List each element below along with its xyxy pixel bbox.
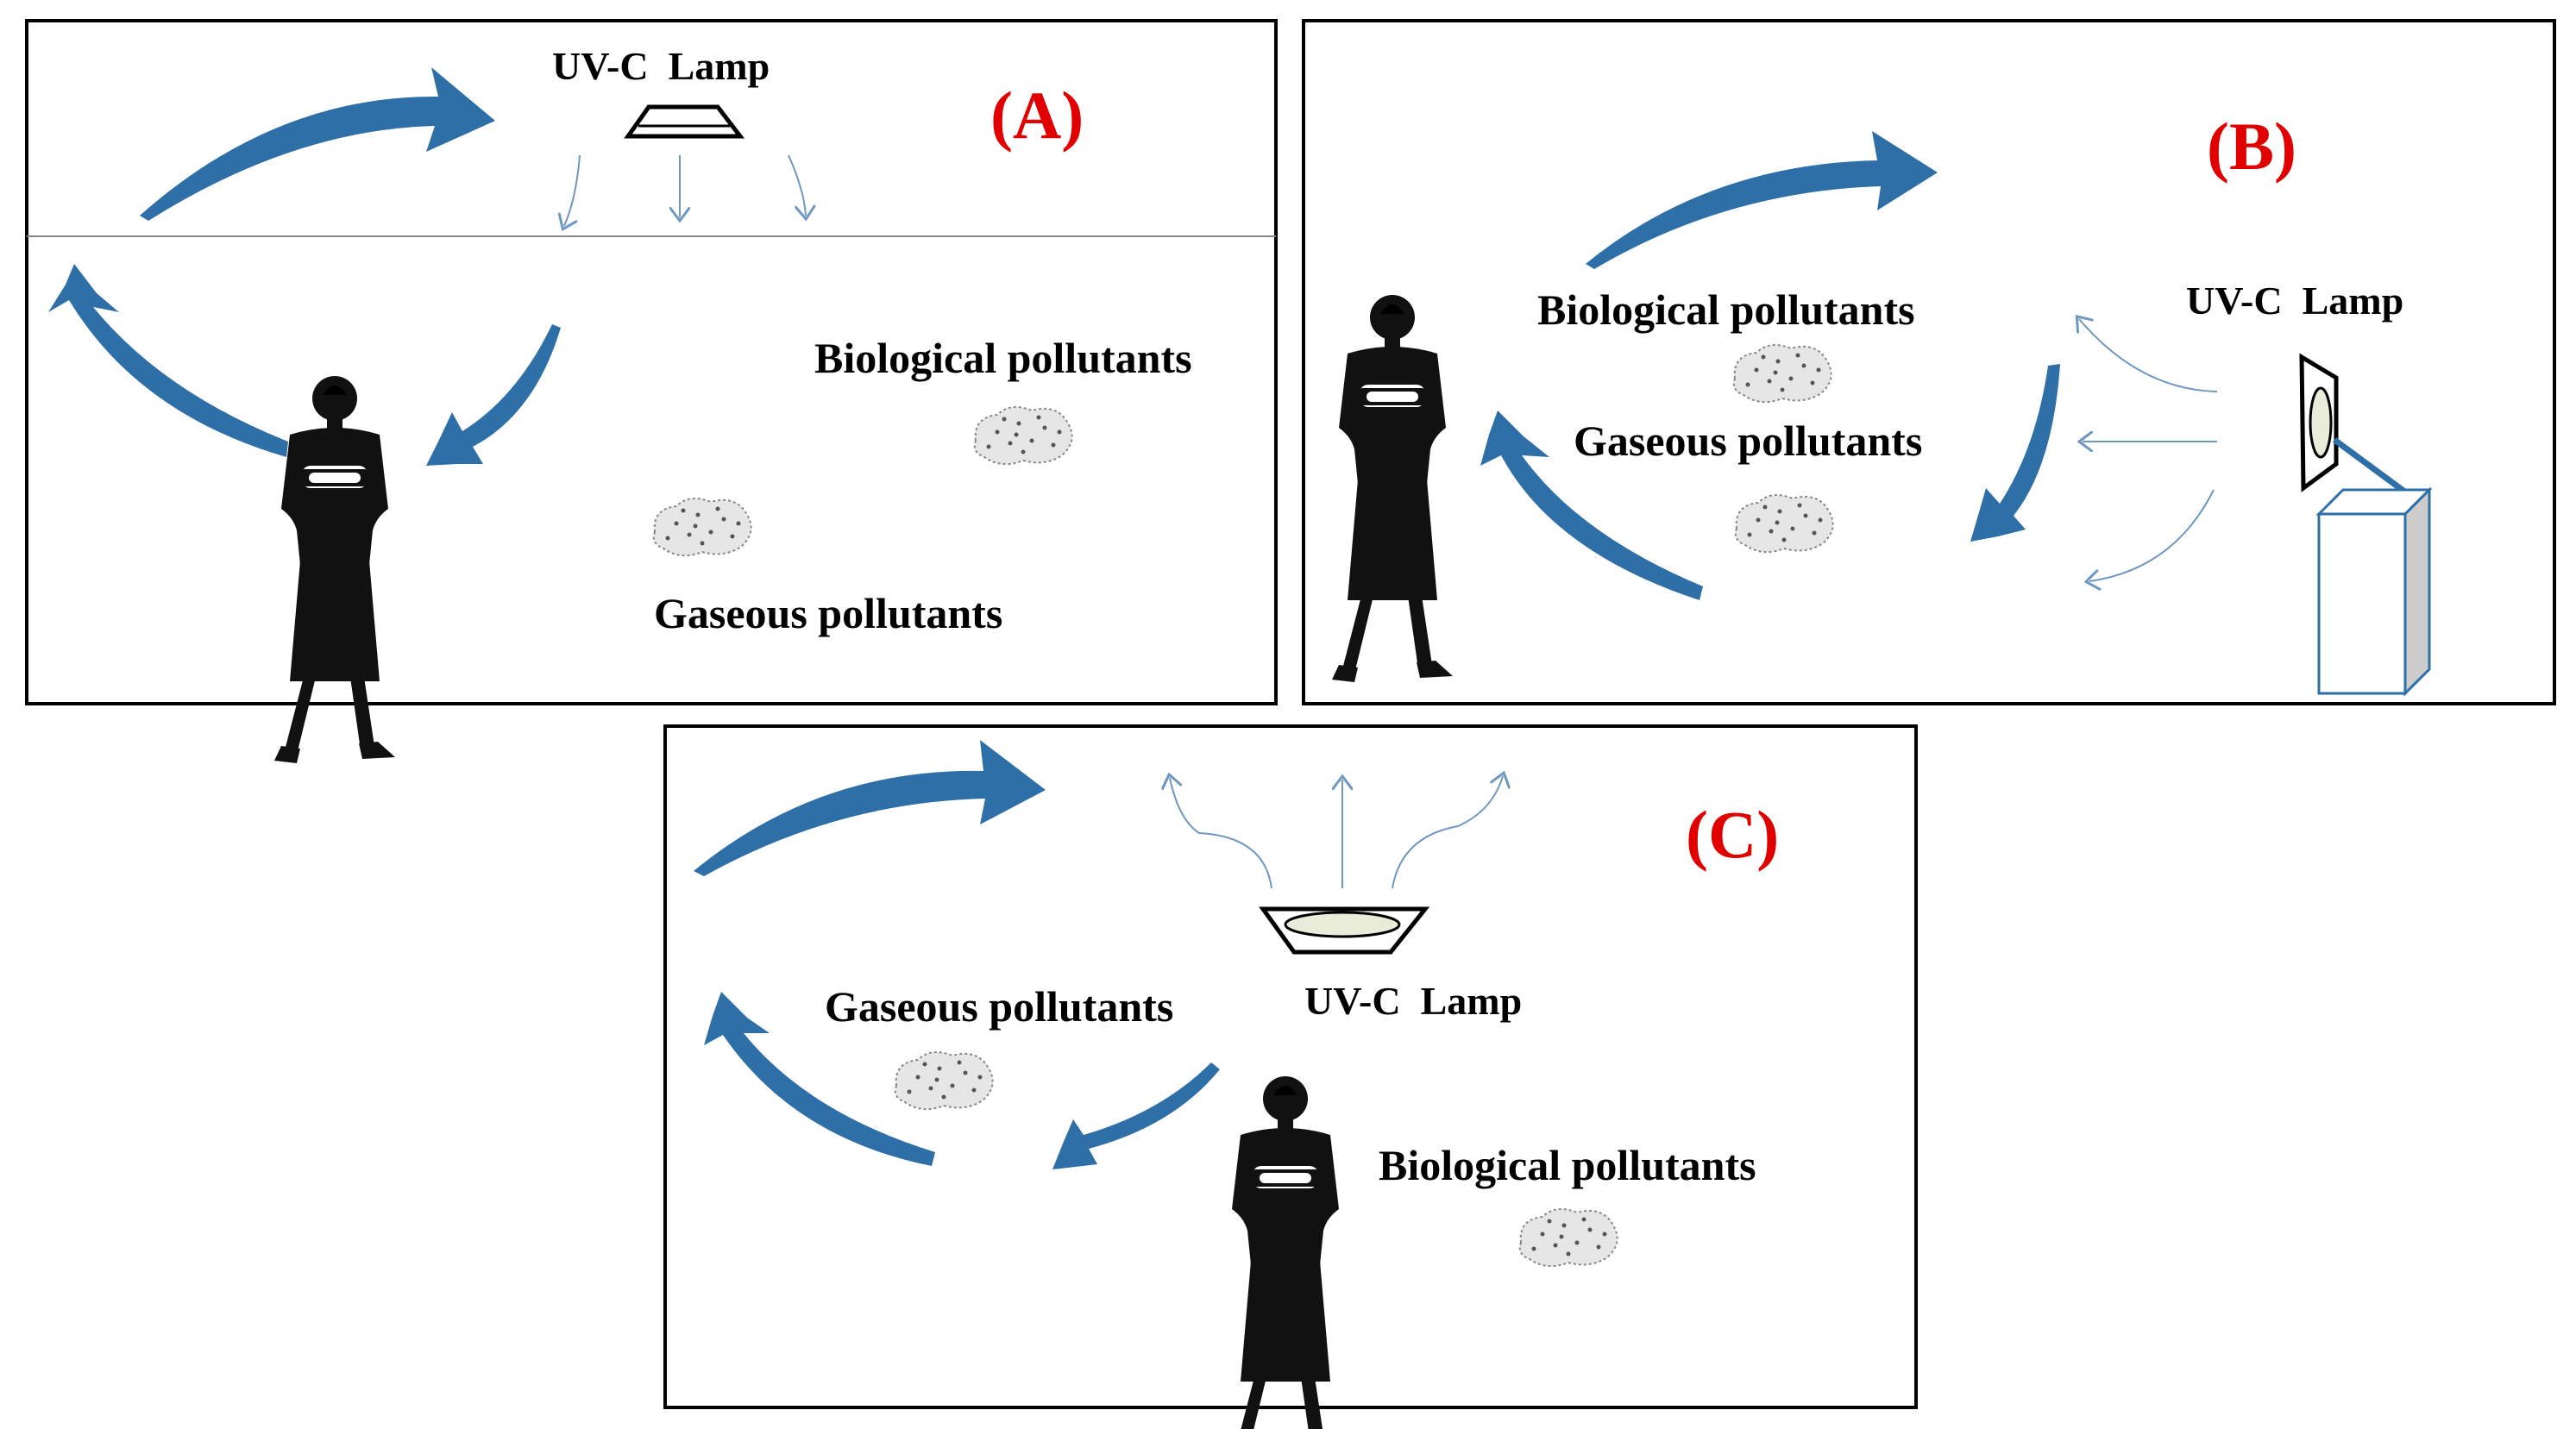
panel-c-lamp-label: UV-C Lamp <box>1304 979 1522 1023</box>
panel-b-gaseous-label: Gaseous pollutants <box>1574 417 1922 465</box>
panel-a-lamp-label: UV-C Lamp <box>552 44 770 88</box>
uv-lamp-icon <box>2299 353 2410 496</box>
panel-b: (B) Biological pollutants Gaseous pollut… <box>1302 19 2556 705</box>
panel-a-gaseous-label: Gaseous pollutants <box>654 589 1002 637</box>
uv-ray-icon <box>2079 319 2218 581</box>
curved-arrow-icon <box>48 67 561 466</box>
curved-arrow-icon <box>694 740 1220 1169</box>
curved-arrow-icon <box>1480 131 2060 600</box>
uv-lamp-icon <box>624 104 745 139</box>
uv-ray-icon <box>1170 776 1503 889</box>
uv-lamp-icon <box>1259 906 1430 955</box>
panel-a-biological-label: Biological pollutants <box>814 334 1192 382</box>
panel-a: UV-C Lamp (A) Biological pollutants Gase… <box>25 19 1278 763</box>
panel-a-label: (A) <box>990 78 1084 153</box>
panel-b-biological-label: Biological pollutants <box>1537 285 1915 334</box>
panel-c-gaseous-label: Gaseous pollutants <box>825 982 1173 1031</box>
panel-b-label: (B) <box>2207 109 2296 184</box>
uv-ray-icon <box>564 154 806 226</box>
panel-c-biological-label: Biological pollutants <box>1379 1141 1756 1189</box>
panel-b-lamp-label: UV-C Lamp <box>2186 279 2403 323</box>
lamp-stand-icon <box>2315 486 2433 697</box>
panel-c-label: (C) <box>1686 797 1779 872</box>
panel-c: (C) Gaseous pollutants UV-C Lamp Biologi… <box>663 724 1918 1429</box>
